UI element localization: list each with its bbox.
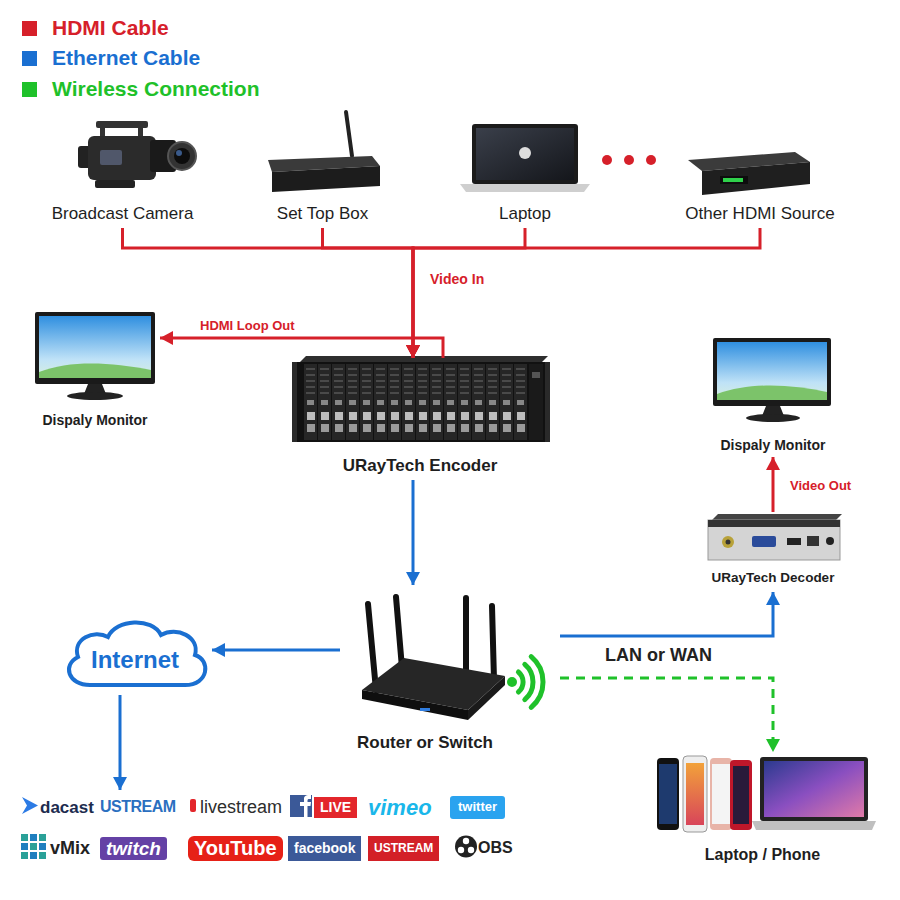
platform-logo: YouTube: [188, 836, 283, 861]
display-monitor: Dispaly Monitor: [705, 335, 841, 457]
node-caption: Laptop: [499, 204, 551, 224]
monitor-icon: [35, 312, 155, 400]
node-caption: Router or Switch: [357, 733, 493, 753]
client-devices: Laptop / Phone: [650, 752, 875, 868]
ethernet-cable: [212, 649, 340, 652]
edge-label: HDMI Loop Out: [198, 318, 297, 333]
node-caption: Dispaly Monitor: [42, 412, 147, 428]
source-device: Broadcast Camera: [45, 108, 200, 228]
monitor-icon: [713, 338, 831, 422]
edge-label: LAN or WAN: [603, 645, 714, 665]
edge-label-holder: Video In: [428, 270, 486, 288]
edge-label-holder: HDMI Loop Out: [198, 316, 297, 334]
edge-label-holder: LAN or WAN: [603, 645, 714, 666]
platform-logo: USTREAM: [368, 836, 439, 862]
encoder-device: URayTech Encoder: [290, 358, 550, 480]
node-caption: URayTech Encoder: [343, 456, 498, 476]
media-box-icon: [688, 152, 810, 195]
platform-logo: livestream: [200, 797, 282, 818]
edge-label: Video In: [428, 271, 486, 287]
platform-logo: dacast: [40, 798, 94, 818]
platform-logo: vMix: [50, 838, 90, 859]
node-caption: Set Top Box: [277, 204, 368, 224]
node-caption: Dispaly Monitor: [720, 437, 825, 453]
legend-swatch: [22, 51, 37, 66]
camera-icon: [78, 121, 196, 188]
legend-row: HDMI Cable: [22, 16, 169, 40]
hdmi-cable: [772, 457, 775, 512]
ethernet-cable: [119, 695, 122, 790]
ethernet-cable: [412, 480, 415, 585]
platform-logo: USTREAM: [100, 798, 176, 816]
cloud-outline-path: [69, 622, 205, 685]
node-caption: Laptop / Phone: [705, 846, 821, 864]
set-top-box-icon: [268, 112, 380, 192]
decoder-icon: [708, 514, 842, 560]
edge-label: Video Out: [788, 478, 853, 493]
legend-text: HDMI Cable: [52, 16, 169, 40]
laptop-icon: [460, 124, 590, 192]
decoder-device: URayTech Decoder: [700, 512, 846, 592]
source-device: Laptop: [450, 108, 600, 228]
edge-label-holder: Video Out: [788, 476, 853, 494]
platform-logo: twitch: [100, 837, 167, 861]
node-caption: Other HDMI Source: [685, 204, 834, 224]
wireless-symbol: [507, 657, 543, 708]
encoder-rack-icon: [292, 356, 550, 442]
legend-text: Ethernet Cable: [52, 46, 200, 70]
legend-row: Ethernet Cable: [22, 46, 200, 70]
router-icon: [362, 597, 505, 720]
hdmi-cable: [160, 338, 443, 358]
platform-logo: OBS: [478, 839, 513, 857]
source-device: Other HDMI Source: [670, 108, 850, 228]
legend-row: Wireless Connection: [22, 77, 260, 101]
phones-laptop-icon: [657, 756, 876, 832]
legend-text: Wireless Connection: [52, 77, 260, 101]
node-caption: Broadcast Camera: [52, 204, 194, 224]
platform-logo: facebook: [288, 836, 361, 860]
ellipsis-dots: [602, 155, 656, 165]
streaming-platforms: dacastUSTREAMlivestreamLIVEvimeotwitterv…: [20, 790, 525, 866]
display-monitor: Dispaly Monitor: [30, 308, 160, 432]
router-device: Router or Switch: [340, 585, 560, 757]
node-caption: URayTech Decoder: [712, 570, 835, 586]
platform-logo: vimeo: [368, 795, 432, 820]
hdmi-cable: [413, 228, 760, 358]
node-caption: Internet: [91, 646, 179, 674]
source-device: Set Top Box: [255, 108, 390, 228]
legend-swatch: [22, 21, 37, 36]
legend-swatch: [22, 82, 37, 97]
internet-cloud: Internet: [58, 615, 212, 695]
wireless-link: [560, 678, 773, 752]
platform-logo: LIVE: [314, 797, 357, 817]
platform-logo: twitter: [450, 796, 505, 819]
ethernet-cable: [560, 592, 773, 636]
